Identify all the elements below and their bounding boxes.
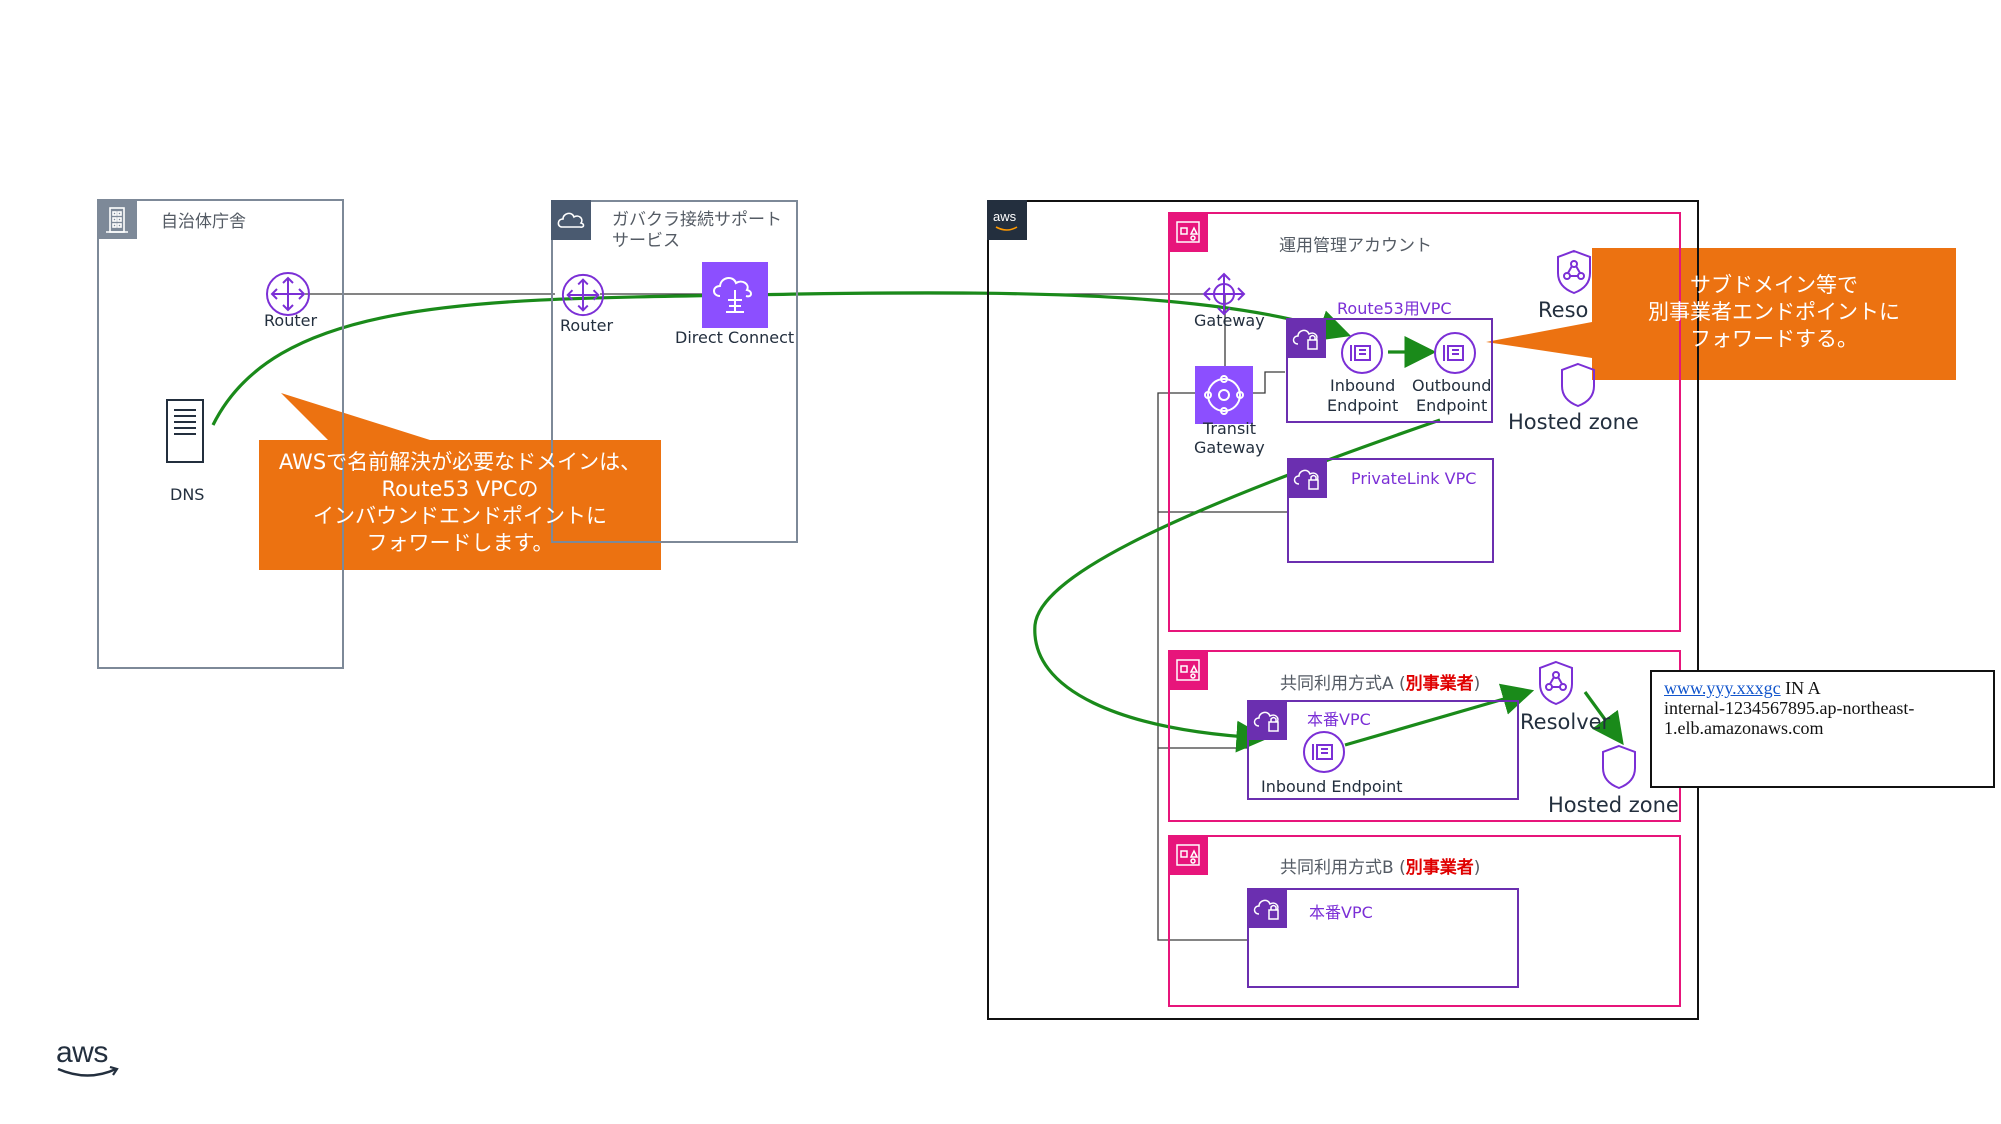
shared-a-hosted-zone-label: Hosted zone (1548, 793, 1679, 817)
ops-account-group (1168, 212, 1681, 632)
transit-gateway-label-line2: Gateway (1194, 438, 1265, 457)
footer-logo-text: aws (56, 1036, 108, 1069)
server-icon (165, 398, 205, 464)
dns-record-line2: internal-1234567895.ap-northeast- (1664, 698, 1915, 718)
callout-right-line3: フォワードする。 (1690, 327, 1858, 351)
outbound-endpoint-label-line1: Outbound (1412, 376, 1492, 395)
shared-b-vpc-group (1247, 888, 1519, 988)
inbound-endpoint-label-line1: Inbound (1330, 376, 1396, 395)
endpoint-icon (1340, 331, 1384, 375)
shared-b-title-highlight: 別事業者 (1405, 858, 1474, 878)
cloud-icon (551, 200, 591, 240)
account-icon (1168, 650, 1208, 690)
ops-hosted-zone-label: Hosted zone (1508, 410, 1639, 434)
shared-b-vpc-title: 本番VPC (1309, 903, 1373, 922)
vpc-icon (1247, 888, 1287, 928)
callout-right-shape (1486, 248, 1956, 380)
shared-b-title-prefix: 共同利用方式B ( (1280, 858, 1406, 878)
gateway-label: Gateway (1194, 311, 1265, 330)
dns-record-line1: www.yyy.xxxgc IN A (1664, 678, 1981, 698)
callout-left-shape (259, 393, 661, 570)
callout-left-line4: フォワードします。 (366, 531, 554, 555)
shared-a-resolver-label: Resolver (1520, 710, 1611, 734)
building-icon (97, 199, 137, 239)
hosted-zone-icon (1557, 362, 1599, 408)
endpoint-icon (1433, 331, 1477, 375)
inbound-endpoint-label-line2: Endpoint (1327, 396, 1399, 415)
route53-vpc-group (1286, 318, 1493, 423)
resolver-icon (1535, 660, 1577, 706)
vpc-icon (1247, 700, 1287, 740)
municipality-title: 自治体庁舎 (161, 212, 246, 232)
shared-a-title-prefix: 共同利用方式A ( (1280, 674, 1406, 694)
router-icon (560, 272, 606, 318)
account-icon (1168, 212, 1208, 252)
transit-gateway-icon (1195, 366, 1253, 424)
shared-a-title-highlight: 別事業者 (1405, 674, 1474, 694)
vpc-icon (1286, 318, 1326, 358)
shared-b-account-group (1168, 835, 1681, 1007)
hosted-zone-icon (1598, 744, 1640, 790)
aws-cloud-group (987, 200, 1699, 1020)
callout-left-line3: インバウンドエンドポイントに (313, 504, 607, 528)
aws-badge-text: aws (993, 209, 1017, 224)
flow-outbound-to-shared-a (1033, 418, 1441, 753)
outbound-endpoint-label-line2: Endpoint (1416, 396, 1488, 415)
gov-cloud-title-line2: サービス (612, 231, 680, 251)
endpoint-icon (1302, 730, 1346, 774)
vpc-icon (1287, 458, 1327, 498)
account-icon (1168, 835, 1208, 875)
gov-cloud-title-line1: ガバクラ接続サポート (612, 210, 782, 230)
shared-a-inbound-label: Inbound Endpoint (1261, 777, 1403, 796)
dns-record-link[interactable]: www.yyy.xxxgc (1664, 678, 1781, 698)
dns-record-suffix: IN A (1780, 678, 1821, 698)
callout-right-line2: 別事業者エンドポイントに (1648, 300, 1900, 324)
gateway-icon (1202, 272, 1246, 316)
municipality-router-label: Router (264, 311, 318, 330)
municipality-group (97, 199, 344, 669)
callout-left-line2: Route53 VPCの (381, 477, 539, 501)
callout-right-line1: サブドメイン等で (1690, 273, 1858, 297)
flow-resolver-to-hosted-zone (1583, 691, 1624, 746)
shared-a-vpc-group (1247, 700, 1519, 800)
direct-connect-icon (702, 262, 768, 328)
resolver-icon (1553, 249, 1595, 295)
dns-record-line3: 1.elb.amazonaws.com (1664, 718, 1824, 738)
dns-record-note: www.yyy.xxxgc IN A internal-1234567895.a… (1650, 670, 1995, 788)
shared-a-title-suffix: ) (1473, 674, 1481, 694)
flow-dns-to-inbound (211, 291, 1352, 426)
shared-b-title: 共同利用方式B (別事業者) (1280, 853, 1480, 878)
privatelink-vpc-group (1287, 458, 1494, 563)
shared-b-title-suffix: ) (1473, 858, 1481, 878)
aws-logo-icon: aws (987, 200, 1027, 240)
privatelink-vpc-title: PrivateLink VPC (1351, 469, 1477, 488)
shared-a-vpc-title: 本番VPC (1307, 710, 1371, 729)
gov-cloud-router-label: Router (560, 316, 614, 335)
gov-cloud-service-group (551, 200, 798, 543)
ops-resolver-label: Reso (1538, 298, 1589, 322)
aws-logo-icon: aws (54, 1036, 124, 1080)
callout-left-line1: AWSで名前解決が必要なドメインは、 (278, 450, 642, 474)
ops-account-title: 運用管理アカウント (1279, 236, 1432, 256)
dns-label: DNS (170, 485, 205, 504)
transit-gateway-label-line1: Transit (1203, 419, 1256, 438)
shared-a-title: 共同利用方式A (別事業者) (1280, 669, 1480, 694)
route53-vpc-title: Route53用VPC (1337, 299, 1452, 318)
direct-connect-label: Direct Connect (675, 328, 795, 347)
router-icon (264, 270, 312, 318)
